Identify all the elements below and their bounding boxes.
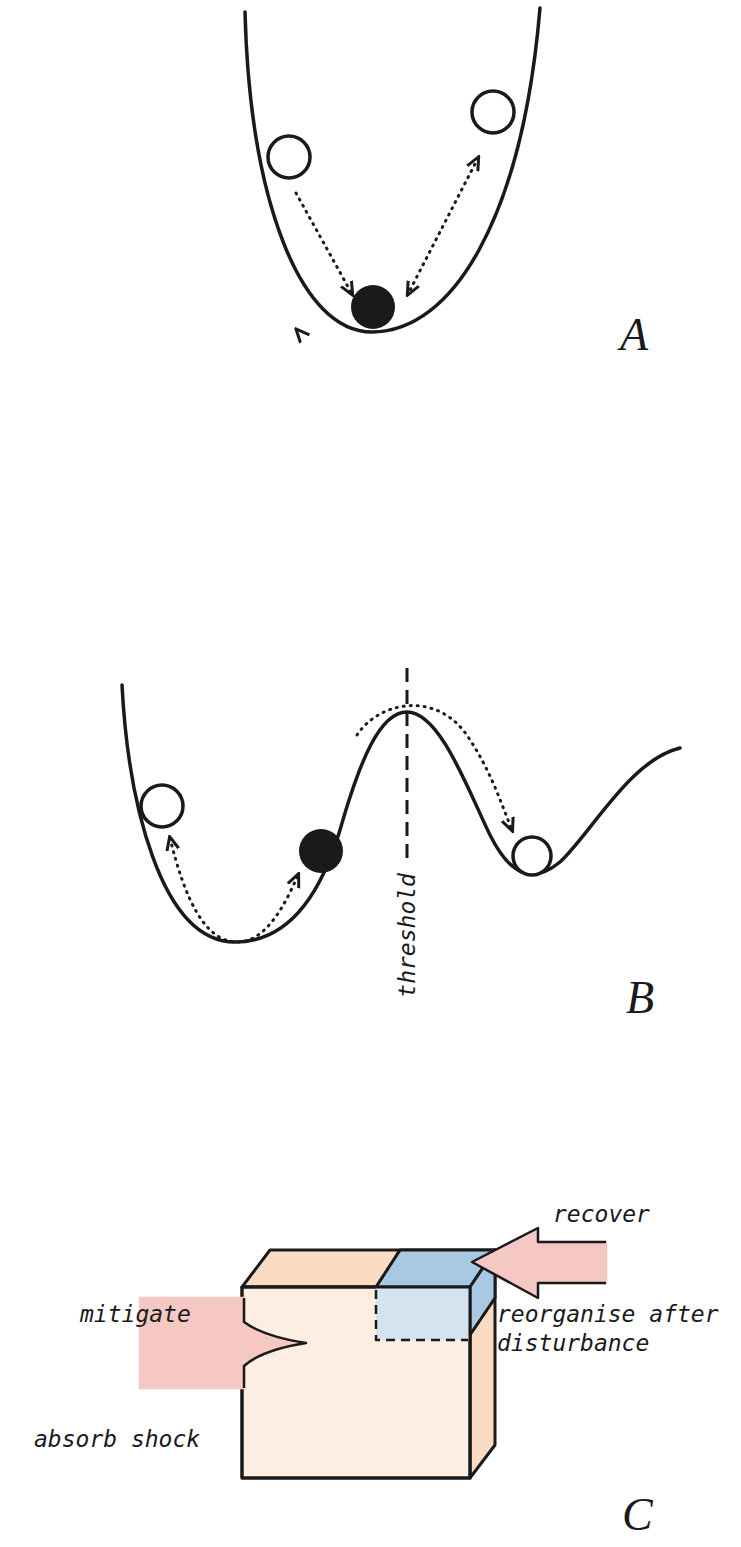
- threshold-label: threshold: [392, 869, 421, 1002]
- panel-letter: B: [626, 975, 654, 1021]
- basin-a: [245, 8, 540, 332]
- action-label: recover: [553, 1200, 650, 1229]
- action-label: absorb shock: [34, 1425, 200, 1454]
- action-label: mitigate: [80, 1300, 191, 1329]
- resilience-cube: [242, 1250, 495, 1478]
- action-label: reorganise after disturbance: [497, 1300, 735, 1358]
- panel-letter: A: [620, 312, 648, 358]
- panel-letter: C: [622, 1492, 653, 1538]
